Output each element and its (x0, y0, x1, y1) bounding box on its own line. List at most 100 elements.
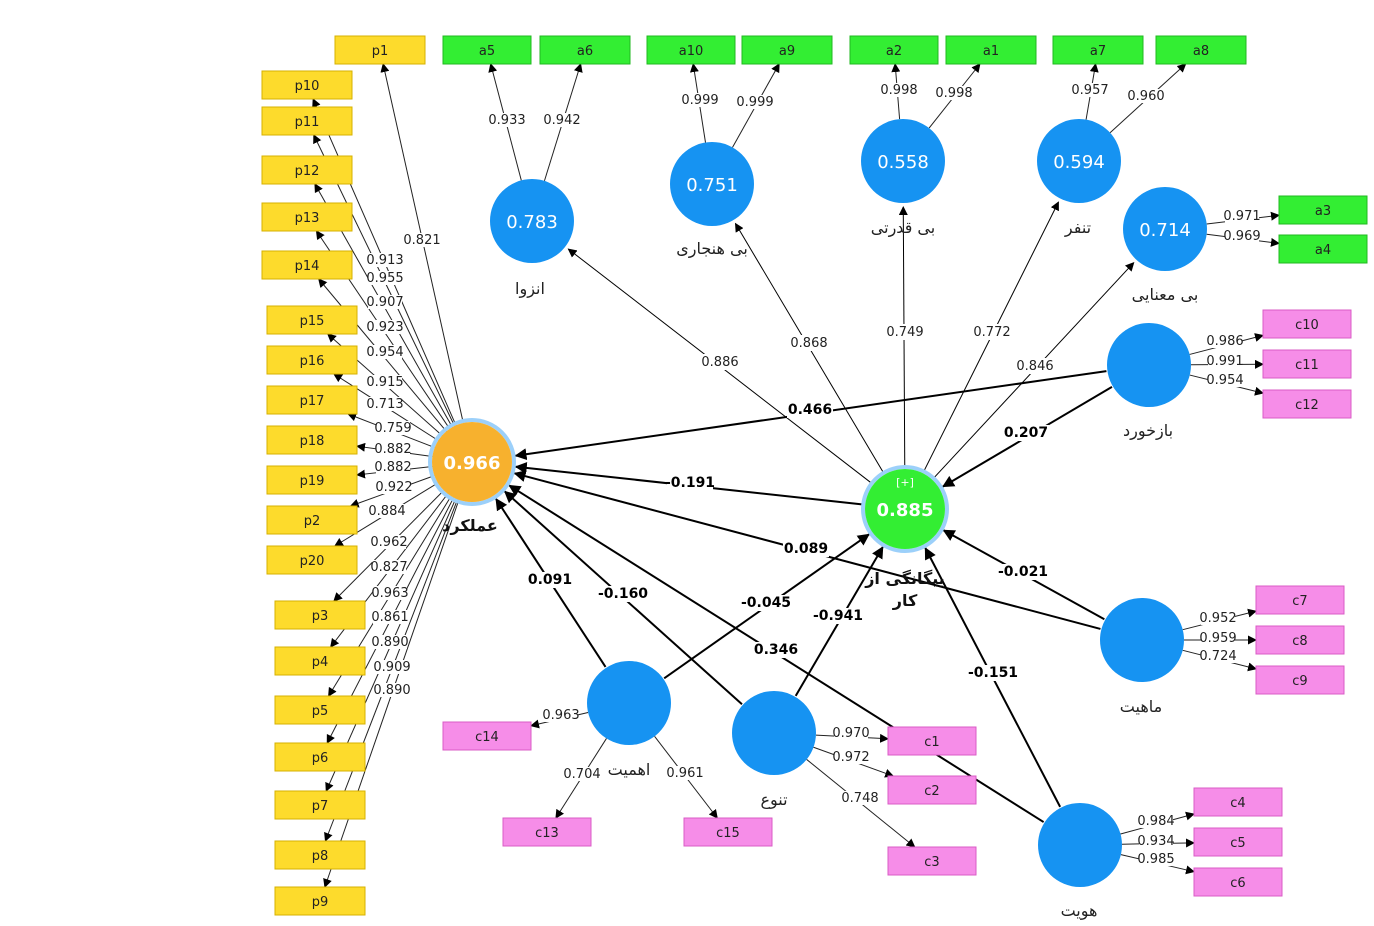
indicator-box-c9[interactable] (1255, 665, 1345, 695)
indicator-box-p19[interactable] (266, 465, 358, 495)
path-coef-hoviat-alien: -0.151 (968, 665, 1018, 681)
indicator-box-c5[interactable] (1193, 827, 1283, 857)
loading-value-c14: 0.963 (542, 708, 579, 723)
loading-bg-c7 (1201, 611, 1235, 625)
loading-value-c15: 0.961 (666, 766, 703, 781)
indicator-box-p17[interactable] (266, 385, 358, 415)
indicator-box-p14[interactable] (261, 250, 353, 280)
loading-value-a4: 0.969 (1223, 229, 1260, 244)
indicator-box-a4[interactable] (1278, 234, 1368, 264)
indicator-box-a2[interactable] (849, 35, 939, 65)
loading-value-p15: 0.915 (366, 375, 403, 390)
indicator-box-p12[interactable] (261, 155, 353, 185)
latent-circle-perf (432, 422, 512, 502)
loading-value-p14: 0.954 (366, 345, 403, 360)
indicator-box-a5[interactable] (442, 35, 532, 65)
latent-alien[interactable]: 0.885[+] (861, 465, 949, 553)
latent-ahamiat[interactable] (587, 661, 671, 745)
latent-perf[interactable]: 0.966 (428, 418, 516, 506)
indicator-box-a9[interactable] (741, 35, 833, 65)
indicator-box-a1[interactable] (945, 35, 1037, 65)
loading-value-c5: 0.934 (1137, 834, 1174, 849)
latent-r2-perf: 0.966 (444, 453, 501, 474)
loading-value-a10: 0.999 (681, 93, 718, 108)
indicator-label-c11: c11 (1295, 358, 1319, 373)
loading-value-c11: 0.991 (1206, 354, 1243, 369)
loading-value-p2: 0.922 (375, 480, 412, 495)
indicator-box-p11[interactable] (261, 106, 353, 136)
indicator-box-p1[interactable] (334, 35, 426, 65)
indicator-box-c3[interactable] (887, 846, 977, 876)
latent-bihanjari[interactable]: 0.751 (670, 142, 754, 226)
indicator-box-c14[interactable] (442, 721, 532, 751)
coef-bg-alien-tanafor (974, 324, 1010, 340)
indicator-box-p13[interactable] (261, 202, 353, 232)
indicator-box-p3[interactable] (274, 600, 366, 630)
indicator-box-c11[interactable] (1262, 349, 1352, 379)
indicator-box-c8[interactable] (1255, 625, 1345, 655)
latent-circle-mahiat (1100, 598, 1184, 682)
coef-bg-mahiat-perf (783, 541, 829, 557)
indicator-box-c13[interactable] (502, 817, 592, 847)
loading-bg-p20 (370, 504, 404, 518)
indicator-label-c6: c6 (1230, 876, 1245, 891)
latent-tanavo[interactable] (732, 691, 816, 775)
path-coef-tanavo-alien: -0.941 (813, 608, 863, 624)
indicator-box-p9[interactable] (274, 886, 366, 916)
indicator-box-c6[interactable] (1193, 867, 1283, 897)
loading-value-a9: 0.999 (736, 95, 773, 110)
indicator-box-a7[interactable] (1052, 35, 1144, 65)
indicator-box-c2[interactable] (887, 775, 977, 805)
latent-circle-enzova (490, 179, 574, 263)
latent-enzova[interactable]: 0.783 (490, 179, 574, 263)
latent-r2-enzova: 0.783 (506, 212, 558, 233)
latent-bimanaei[interactable]: 0.714 (1123, 187, 1207, 271)
loading-bg-c4 (1139, 814, 1173, 828)
indicator-box-c15[interactable] (683, 817, 773, 847)
latent-circle-alien (865, 469, 945, 549)
indicator-box-p15[interactable] (266, 305, 358, 335)
expand-badge[interactable]: [+] (896, 476, 914, 489)
indicator-box-a8[interactable] (1155, 35, 1247, 65)
indicator-box-p4[interactable] (274, 646, 366, 676)
indicator-box-p20[interactable] (266, 545, 358, 575)
indicator-label-p1: p1 (372, 44, 389, 59)
indicator-box-a3[interactable] (1278, 195, 1368, 225)
path-coef-ahamiat-perf: 0.091 (528, 572, 572, 588)
path-coef-alien-bighodrati: 0.749 (886, 325, 923, 340)
loading-value-p6: 0.861 (371, 610, 408, 625)
indicator-box-p16[interactable] (266, 345, 358, 375)
latent-mahiat[interactable] (1100, 598, 1184, 682)
indicator-box-p7[interactable] (274, 790, 366, 820)
indicator-label-p4: p4 (312, 655, 329, 670)
indicator-box-a10[interactable] (646, 35, 736, 65)
indicator-box-p10[interactable] (261, 70, 353, 100)
indicator-label-p12: p12 (295, 164, 320, 179)
indicator-box-a6[interactable] (539, 35, 631, 65)
indicator-box-c1[interactable] (887, 726, 977, 756)
loading-bg-p2 (377, 480, 411, 494)
indicator-box-c4[interactable] (1193, 787, 1283, 817)
latent-circle-ahamiat (587, 661, 671, 745)
coef-bg-bazkhord-alien (1003, 425, 1049, 441)
latent-bazkhord[interactable] (1107, 323, 1191, 407)
coef-bg-alien-bihanjari (791, 335, 827, 351)
latent-name-perf: عملکرد (442, 516, 498, 535)
latent-hoviat[interactable] (1038, 803, 1122, 887)
indicator-box-c12[interactable] (1262, 389, 1352, 419)
indicator-box-c7[interactable] (1255, 585, 1345, 615)
indicator-box-c10[interactable] (1262, 309, 1352, 339)
indicator-box-p18[interactable] (266, 425, 358, 455)
latent-bighodrati[interactable]: 0.558 (861, 119, 945, 203)
loading-value-c2: 0.972 (832, 750, 869, 765)
loading-bg-p17 (376, 421, 410, 435)
path-coef-bazkhord-alien: 0.207 (1004, 425, 1048, 441)
indicator-box-p5[interactable] (274, 695, 366, 725)
loading-bg-c15 (668, 766, 702, 780)
indicator-box-p8[interactable] (274, 840, 366, 870)
indicator-box-p6[interactable] (274, 742, 366, 772)
indicator-box-p2[interactable] (266, 505, 358, 535)
indicator-label-c5: c5 (1230, 836, 1245, 851)
latent-tanafor[interactable]: 0.594 (1037, 119, 1121, 203)
